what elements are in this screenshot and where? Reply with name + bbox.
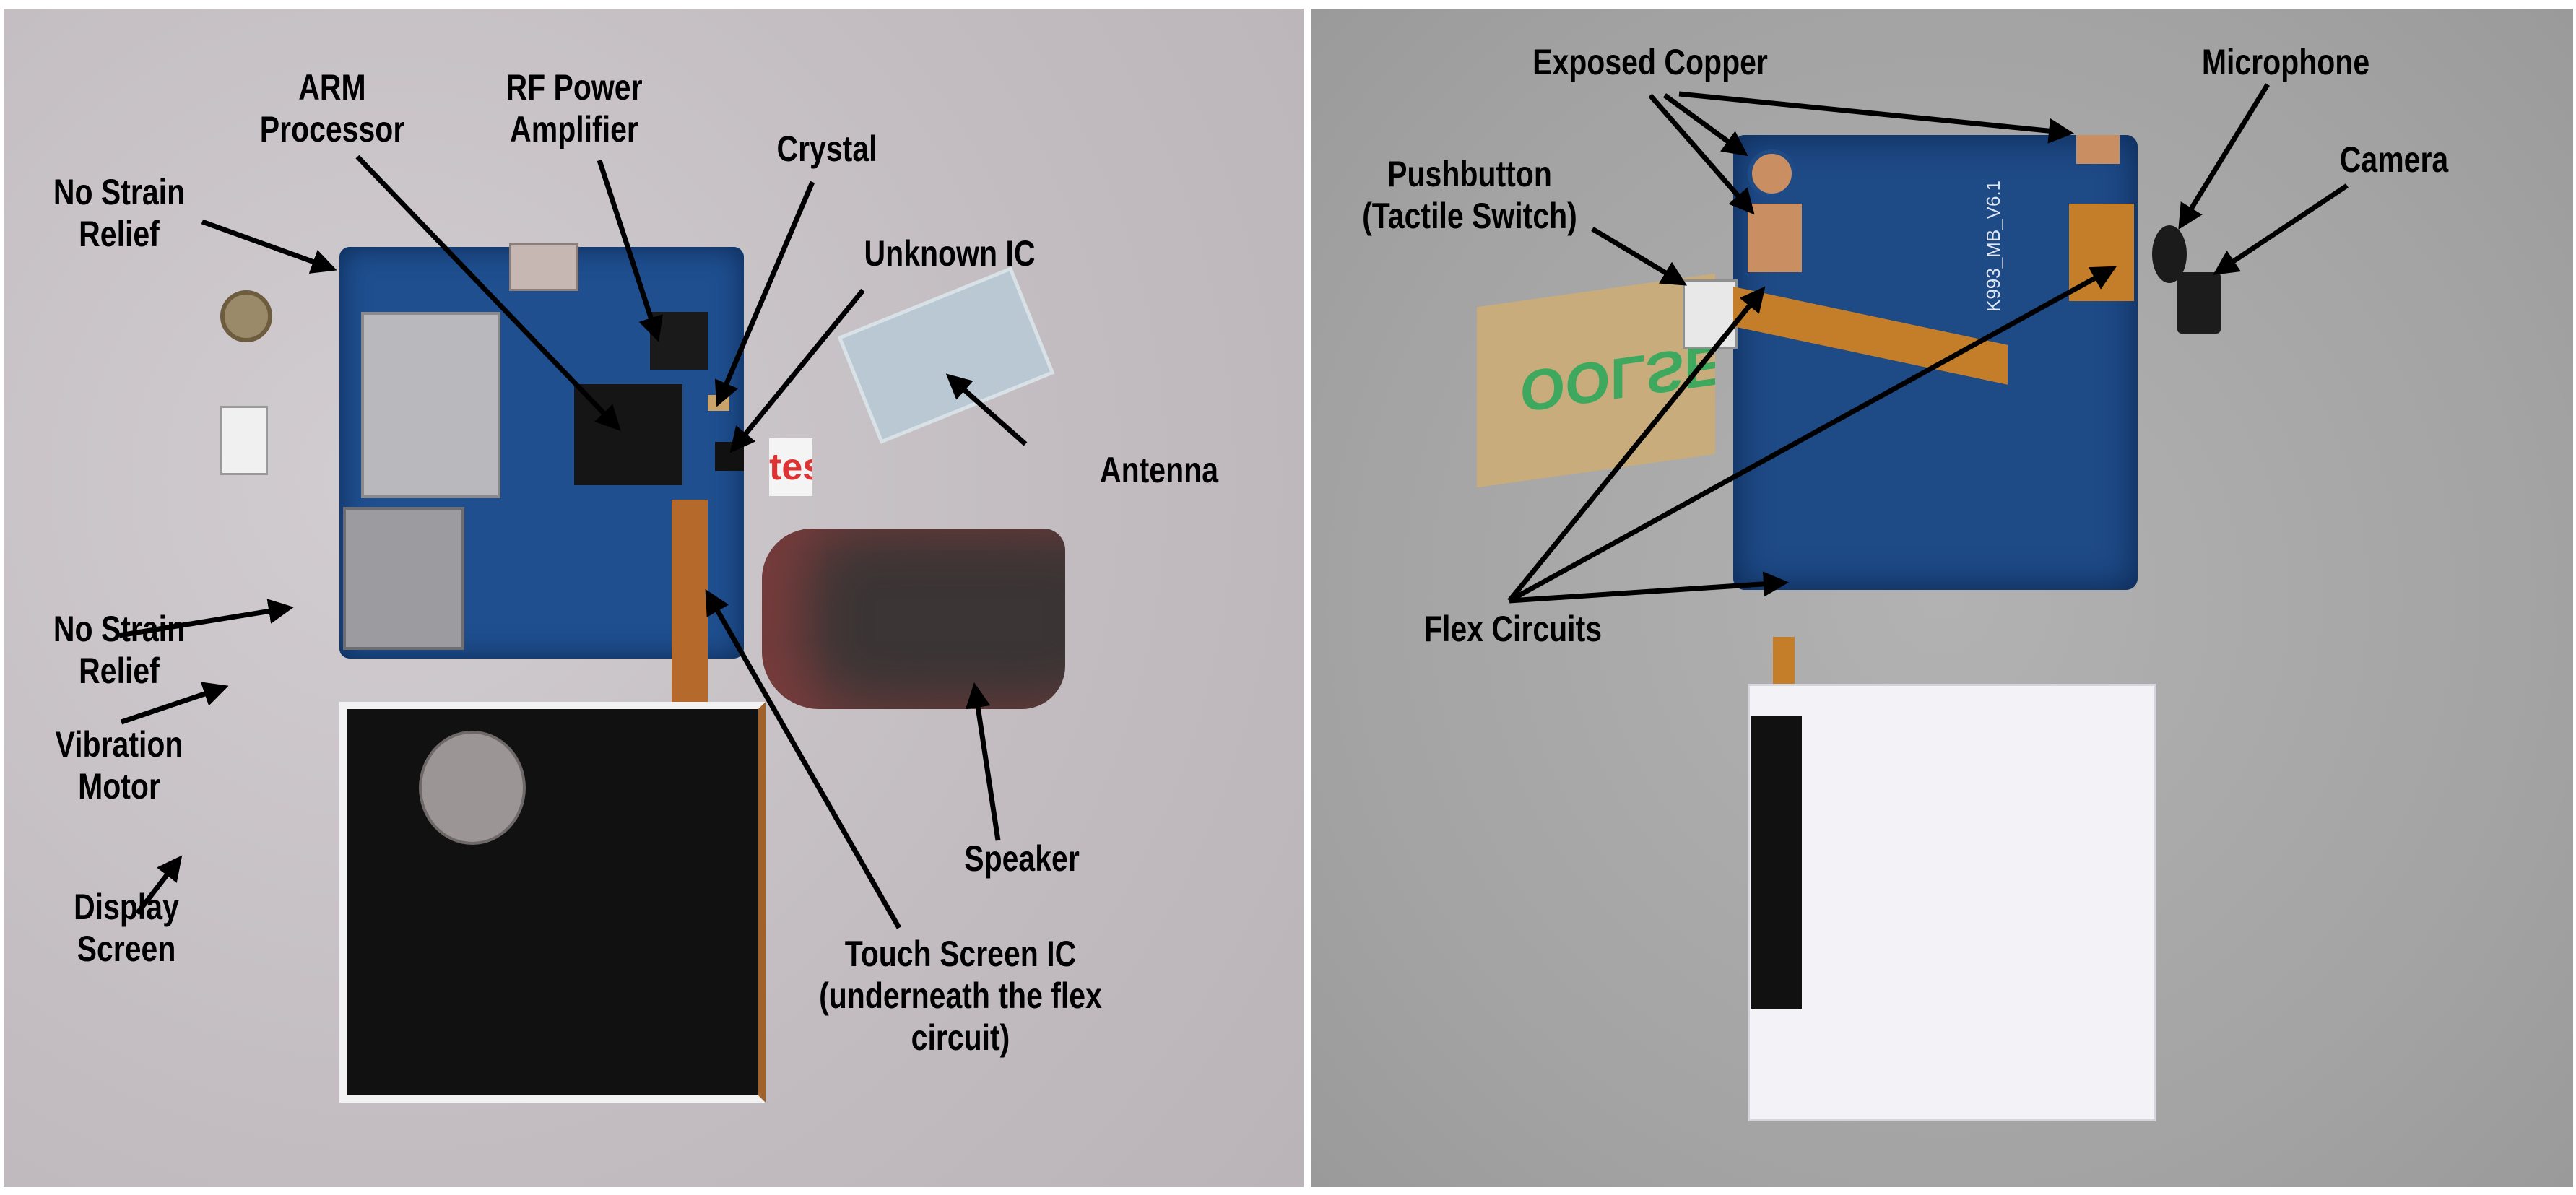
antenna-component	[837, 266, 1055, 444]
display-back	[1748, 684, 2156, 1121]
arrow-no-strain-relief-top	[201, 219, 337, 274]
flex-circuit-left	[672, 500, 708, 709]
label-speaker: Speaker	[964, 838, 1080, 879]
arrow-unknown-ic	[729, 288, 865, 453]
unknown-ic-chip	[715, 442, 744, 471]
label-exposed-copper: Exposed Copper	[1532, 42, 1768, 82]
label-camera: Camera	[2339, 139, 2449, 180]
board-marking-text: K993_MB_V6.1	[1982, 180, 2004, 312]
pushbutton-component	[1683, 279, 1738, 349]
label-pushbutton: Pushbutton (Tactile Switch)	[1362, 154, 1577, 236]
exposed-copper-pad-large	[1748, 204, 1802, 272]
camera-component	[2177, 272, 2221, 334]
arrow-microphone	[2178, 83, 2270, 230]
display-black-strip	[1751, 716, 1802, 1009]
label-display-screen: Display Screen	[74, 887, 179, 969]
label-vibration-motor: Vibration Motor	[55, 724, 183, 807]
arrow-vibration-motor	[120, 682, 229, 725]
label-arm-processor: ARM Processor	[259, 67, 405, 149]
sim-slot	[361, 312, 500, 498]
arrow-exposed-copper-3	[1678, 91, 2074, 144]
sd-slot	[343, 507, 464, 650]
arrow-speaker	[965, 682, 1001, 841]
arrow-pushbutton	[1591, 226, 1688, 286]
sticker: tes	[769, 438, 812, 496]
camera-flex	[2069, 204, 2134, 301]
speaker-component	[762, 529, 1065, 709]
label-crystal: Crystal	[776, 129, 877, 169]
exposed-copper-pad-corner	[2076, 135, 2120, 164]
small-speaker-component	[220, 290, 272, 342]
vibration-motor-component	[419, 731, 526, 845]
crystal-component	[708, 395, 729, 411]
label-rf-power-amplifier: RF Power Amplifier	[506, 67, 643, 149]
arrow-exposed-copper-2	[1662, 93, 1748, 157]
label-microphone: Microphone	[2201, 42, 2370, 82]
label-antenna: Antenna	[1100, 450, 1218, 490]
camera-module	[220, 406, 268, 475]
label-touch-screen-ic: Touch Screen IC (underneath the flex cir…	[819, 934, 1102, 1058]
usb-port	[509, 243, 578, 291]
left-photo-panel: tes ARM Processor RF Power Amplifier Cry…	[4, 9, 1304, 1187]
right-photo-panel: OOLSE K993_MB_V6.1 Exposed Copper	[1311, 9, 2573, 1187]
tape-strip: OOLSE	[1477, 273, 1715, 488]
label-unknown-ic: Unknown IC	[864, 233, 1036, 274]
label-flex-circuits: Flex Circuits	[1423, 609, 1603, 649]
label-no-strain-relief-top: No Strain Relief	[53, 172, 186, 254]
sticker-text: tes	[769, 446, 812, 488]
label-no-strain-relief-bottom: No Strain Relief	[53, 609, 186, 691]
display-screen-component	[339, 702, 766, 1103]
arm-processor-chip	[574, 384, 682, 485]
exposed-copper-pad-ring	[1748, 149, 1796, 198]
rf-amplifier-chip	[650, 312, 708, 370]
arrow-camera	[2213, 183, 2349, 275]
board-marking: K993_MB_V6.1	[1982, 181, 2005, 312]
